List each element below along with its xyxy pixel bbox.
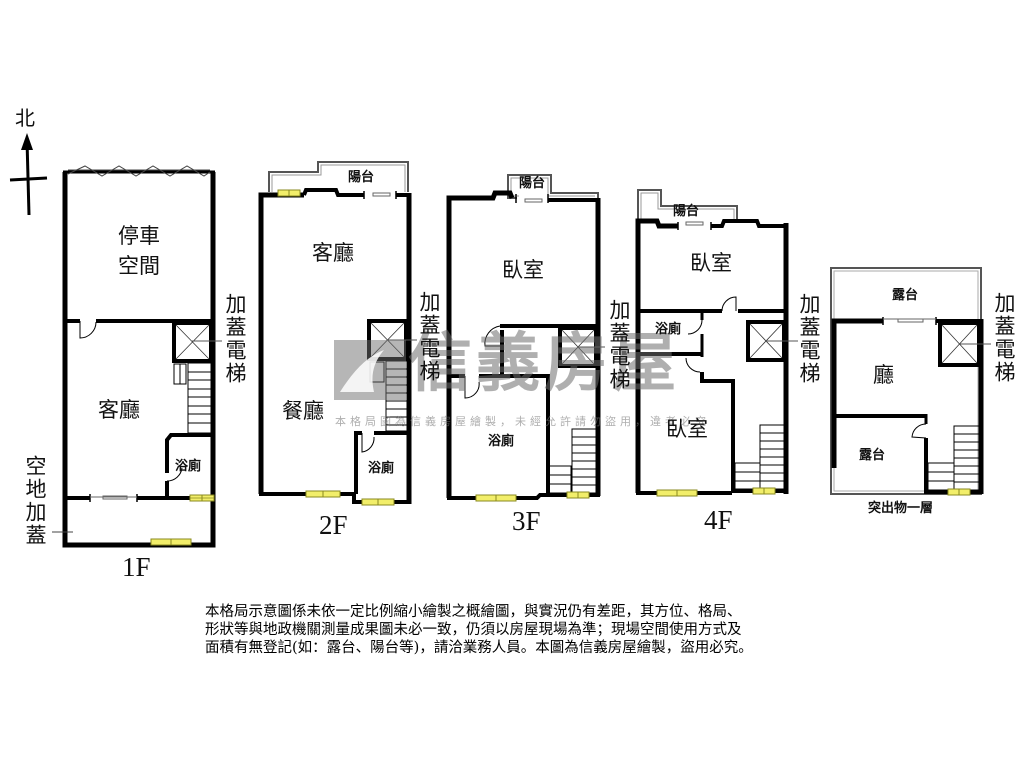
- annex-label: 空地加蓋: [23, 455, 47, 547]
- elevator-label-4f: 加蓋電梯: [797, 293, 821, 385]
- room-label-bathroom: 浴廁: [368, 461, 395, 476]
- room-label-living-room: 客廳: [98, 398, 140, 422]
- floor-1f-walls: [52, 165, 222, 548]
- elevator-label-rooftop: 加蓋電梯: [992, 292, 1016, 384]
- room-label-bathroom: 浴廁: [175, 459, 202, 474]
- disclaimer-line: 本格局示意圖係未依一定比例縮小繪製之概繪圖，與實況仍有差距，其方位、格局、: [205, 604, 742, 620]
- floor-label-1f: 1F: [122, 552, 151, 582]
- floor-4f-walls: [635, 189, 798, 495]
- room-label-terrace-north: 露台: [892, 288, 919, 303]
- elevator-label-3f: 加蓋電梯: [607, 299, 631, 391]
- window-icon: [189, 494, 215, 502]
- room-label-bedroom: 臥室: [502, 258, 544, 282]
- elevator-label-1f: 加蓋電梯: [223, 293, 247, 385]
- room-label-balcony: 陽台: [519, 176, 546, 191]
- room-label-hall: 廳: [873, 363, 894, 387]
- room-label-terrace-south: 露台: [859, 448, 886, 463]
- room-label-balcony: 陽台: [348, 170, 375, 185]
- north-arrow-icon: [9, 133, 48, 216]
- floor-label-4f: 4F: [704, 505, 733, 535]
- elevator-label-2f: 加蓋電梯: [417, 291, 441, 383]
- floor-2f-walls: [258, 161, 417, 504]
- floor-label-3f: 3F: [512, 506, 541, 536]
- north-label: 北: [15, 106, 35, 130]
- room-label-balcony: 陽台: [673, 204, 700, 219]
- disclaimer-line: 面積有無登記(如：露台、陽台等)，請洽業務人員。本圖為信義房屋繪製，盜用必究。: [205, 640, 753, 656]
- room-label-parking: 停車: [118, 224, 160, 248]
- floor-rooftop-walls: [830, 267, 991, 495]
- brand-logo-icon: [334, 340, 406, 400]
- watermark-notice: 本格局圖為信義房屋繪製，未經允許請勿盜用，違者必究: [335, 415, 710, 428]
- floor-label-rooftop: 突出物一層: [868, 500, 934, 515]
- disclaimer: 本格局示意圖係未依一定比例縮小繪製之概繪圖，與實況仍有差距，其方位、格局、 形狀…: [205, 603, 845, 657]
- disclaimer-line: 形狀等與地政機關測量成果圖未必一致，仍須以房屋現場為準；現場空間使用方式及: [205, 622, 742, 638]
- room-label-bedroom-north: 臥室: [690, 251, 732, 275]
- room-label-parking-2: 空間: [118, 254, 160, 278]
- floor-label-2f: 2F: [319, 510, 348, 540]
- room-label-dining-room: 餐廳: [282, 399, 324, 423]
- room-label-bedroom-south: 臥室: [666, 417, 708, 441]
- watermark-brand: 信義房屋: [408, 327, 680, 401]
- room-label-bathroom: 浴廁: [655, 322, 682, 337]
- room-label-bathroom: 浴廁: [488, 434, 515, 449]
- room-label-living-room: 客廳: [312, 241, 354, 265]
